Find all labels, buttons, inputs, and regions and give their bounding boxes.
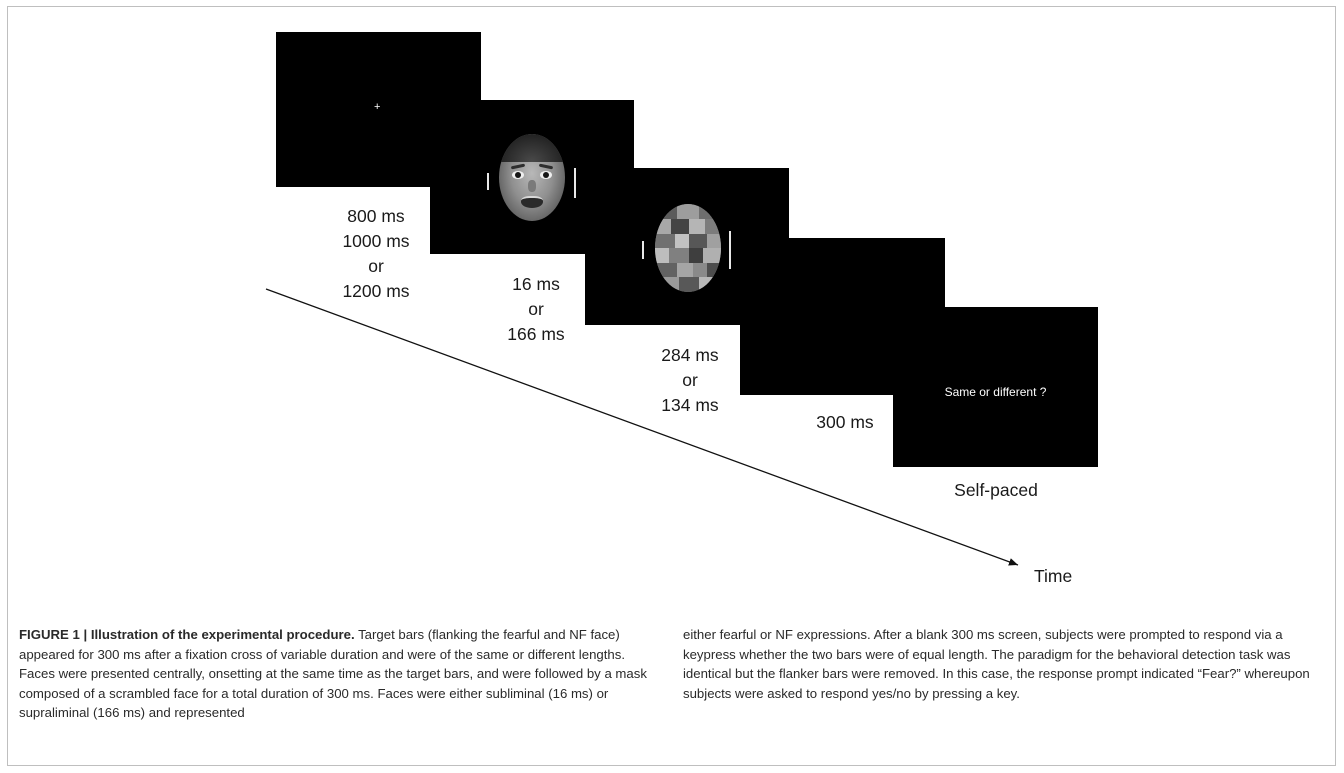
right-flanker-bar: [574, 168, 576, 198]
time-axis-label: Time: [1034, 566, 1073, 586]
fixation-cross-icon: +: [374, 101, 381, 113]
fearful-face-image: [499, 134, 565, 221]
left-flanker-bar: [487, 173, 489, 190]
figure-frame: [7, 6, 1336, 766]
figure-caption-label: FIGURE 1 | Illustration of the experimen…: [19, 627, 355, 642]
mask-duration-label: 284 ms or 134 ms: [661, 345, 719, 415]
response-prompt-screen: Same or different ?: [893, 307, 1098, 467]
face-duration-label: 16 ms or 166 ms: [507, 274, 565, 344]
response-prompt-text: Same or different ?: [944, 385, 1047, 399]
scrambled-face-mask-image: [655, 204, 721, 292]
blank-duration-label: 300 ms: [816, 412, 874, 432]
figure-caption-text-right: either fearful or NF expressions. After …: [683, 627, 1310, 701]
right-flanker-bar: [729, 231, 731, 269]
left-flanker-bar: [642, 241, 644, 259]
fixation-duration-label: 800 ms 1000 ms or 1200 ms: [342, 206, 410, 301]
figure-caption-right: either fearful or NF expressions. After …: [683, 625, 1323, 703]
figure-caption-text-left: Target bars (flanking the fearful and NF…: [19, 627, 647, 721]
response-duration-label: Self-paced: [954, 480, 1038, 500]
figure-caption-left: FIGURE 1 | Illustration of the experimen…: [19, 625, 655, 723]
